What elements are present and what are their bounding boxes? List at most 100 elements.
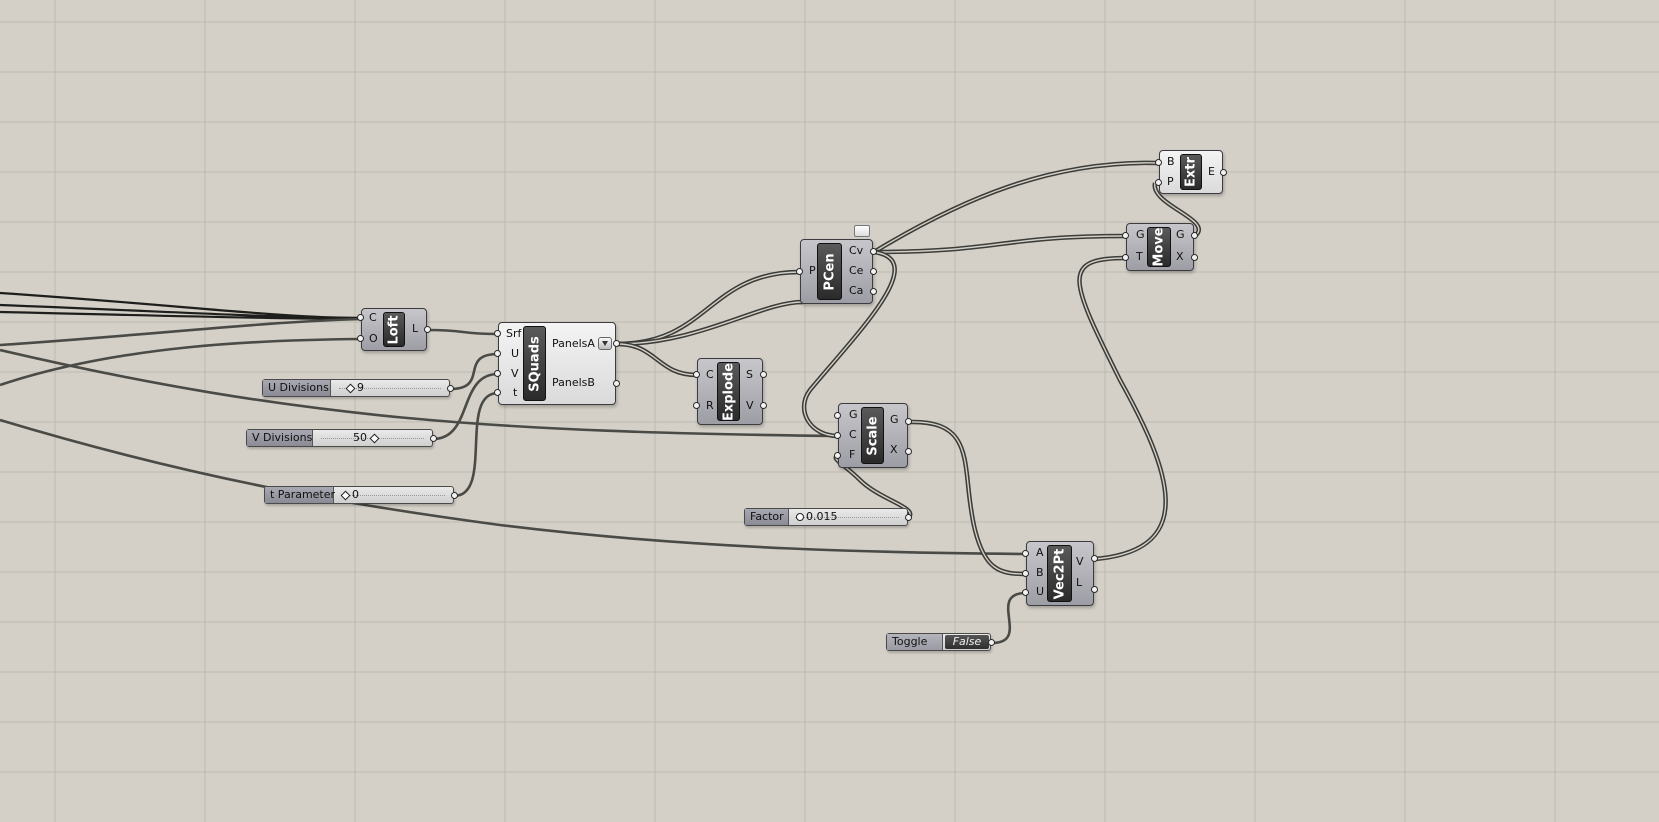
loft-input-c-grip[interactable]	[357, 314, 364, 321]
toggle-label: Toggle	[887, 634, 943, 650]
t-parameter-handle[interactable]	[340, 490, 351, 501]
t-parameter-output-grip[interactable]	[451, 492, 458, 499]
squads-input-u-grip[interactable]	[494, 350, 501, 357]
factor-value: 0.015	[806, 510, 838, 523]
pcen-input-p: P	[809, 264, 816, 277]
u-divisions-slider[interactable]: U Divisions 9	[262, 379, 450, 397]
pcen-input-p-grip[interactable]	[796, 268, 803, 275]
v-divisions-slider[interactable]: V Divisions 50	[246, 429, 433, 447]
scale-name: Scale	[861, 407, 884, 464]
u-divisions-value: 9	[357, 381, 364, 394]
t-parameter-track	[342, 495, 445, 496]
vec2pt-input-b-grip[interactable]	[1022, 570, 1029, 577]
squads-output-panelsa: PanelsA	[552, 337, 595, 350]
squads-input-v: V	[511, 367, 519, 380]
scale-output-g: G	[890, 413, 899, 426]
loft-output-grip[interactable]	[424, 326, 431, 333]
scale-output-x-grip[interactable]	[905, 448, 912, 455]
move-input-t-grip[interactable]	[1122, 254, 1129, 261]
vec2pt-output-l-grip[interactable]	[1091, 586, 1098, 593]
u-divisions-track	[339, 388, 441, 389]
loft-output-l: L	[412, 322, 419, 335]
u-divisions-label: U Divisions	[263, 380, 331, 396]
factor-slider[interactable]: Factor 0.015	[744, 508, 908, 526]
move-output-g-grip[interactable]	[1191, 232, 1198, 239]
squads-input-t-grip[interactable]	[494, 389, 501, 396]
v-divisions-label: V Divisions	[247, 430, 313, 446]
explode-output-s-grip[interactable]	[760, 371, 767, 378]
vec2pt-output-v: V	[1076, 555, 1084, 568]
extr-component[interactable]: B P Extr E	[1159, 150, 1223, 194]
u-divisions-output-grip[interactable]	[447, 385, 454, 392]
vec2pt-output-l: L	[1076, 576, 1083, 589]
scale-input-c: C	[849, 428, 857, 441]
toggle-value[interactable]: False	[945, 635, 989, 649]
extr-output-e-grip[interactable]	[1220, 169, 1227, 176]
u-divisions-handle[interactable]	[345, 383, 356, 394]
explode-output-v: V	[746, 399, 754, 412]
pcen-preview-flag[interactable]	[854, 225, 870, 237]
vec2pt-input-a-grip[interactable]	[1022, 550, 1029, 557]
loft-input-o: O	[369, 332, 378, 345]
squads-input-v-grip[interactable]	[494, 370, 501, 377]
t-parameter-slider[interactable]: t Parameter 0	[264, 486, 454, 504]
scale-input-f: F	[849, 448, 856, 461]
scale-output-g-grip[interactable]	[905, 418, 912, 425]
squads-output-panelsa-grip[interactable]	[613, 340, 620, 347]
squads-name: SQuads	[523, 326, 546, 401]
pcen-name: PCen	[817, 243, 842, 300]
scale-input-f-grip[interactable]	[834, 452, 841, 459]
v-divisions-handle[interactable]	[369, 433, 380, 444]
factor-label: Factor	[745, 509, 789, 525]
move-output-g: G	[1176, 228, 1185, 241]
boolean-toggle[interactable]: Toggle False	[886, 633, 991, 651]
v-divisions-output-grip[interactable]	[430, 435, 437, 442]
loft-component[interactable]: C O Loft L	[361, 308, 427, 351]
extr-input-b-grip[interactable]	[1155, 159, 1162, 166]
factor-output-grip[interactable]	[905, 514, 912, 521]
squads-output-panelsb-grip[interactable]	[613, 380, 620, 387]
factor-handle[interactable]	[796, 513, 804, 521]
move-component[interactable]: G T Move G X	[1126, 223, 1194, 271]
explode-output-s: S	[746, 368, 753, 381]
move-input-g: G	[1136, 228, 1145, 241]
loft-input-c: C	[369, 311, 377, 324]
explode-component[interactable]: C R Explode S V	[697, 358, 763, 425]
pcen-output-ca-grip[interactable]	[870, 288, 877, 295]
squads-input-u: U	[511, 347, 520, 360]
move-input-t: T	[1136, 250, 1143, 263]
scale-input-g-grip[interactable]	[834, 412, 841, 419]
squads-input-srf: Srf	[506, 327, 522, 340]
move-input-g-grip[interactable]	[1122, 232, 1129, 239]
explode-input-r-grip[interactable]	[693, 402, 700, 409]
v-divisions-value: 50	[353, 431, 367, 444]
extr-name: Extr	[1180, 154, 1202, 190]
vec2pt-input-u-grip[interactable]	[1022, 589, 1029, 596]
loft-name: Loft	[383, 312, 405, 347]
pcen-output-ca: Ca	[849, 284, 864, 297]
vec2pt-output-v-grip[interactable]	[1091, 555, 1098, 562]
squads-component[interactable]: Srf U V t SQuads PanelsA PanelsB	[498, 322, 616, 405]
pcen-output-ce-grip[interactable]	[870, 268, 877, 275]
pcen-output-ce: Ce	[849, 264, 864, 277]
loft-input-o-grip[interactable]	[357, 335, 364, 342]
vec2pt-input-a: A	[1036, 546, 1044, 559]
squads-output-menu-button[interactable]	[598, 337, 612, 350]
extr-input-b: B	[1167, 155, 1175, 168]
toggle-output-grip[interactable]	[988, 639, 995, 646]
vec2pt-component[interactable]: A B U Vec2Pt V L	[1026, 541, 1094, 606]
extr-input-p: P	[1167, 175, 1174, 188]
scale-output-x: X	[890, 443, 898, 456]
move-output-x-grip[interactable]	[1191, 254, 1198, 261]
explode-output-v-grip[interactable]	[760, 402, 767, 409]
scale-input-g: G	[849, 408, 858, 421]
pcen-output-cv-grip[interactable]	[870, 248, 877, 255]
pcen-component[interactable]: P PCen Cv Ce Ca	[800, 239, 873, 304]
scale-component[interactable]: G C F Scale G X	[838, 403, 908, 468]
t-parameter-label: t Parameter	[265, 487, 335, 503]
scale-input-c-grip[interactable]	[834, 432, 841, 439]
squads-input-srf-grip[interactable]	[494, 330, 501, 337]
explode-input-c-grip[interactable]	[693, 371, 700, 378]
extr-input-p-grip[interactable]	[1155, 179, 1162, 186]
